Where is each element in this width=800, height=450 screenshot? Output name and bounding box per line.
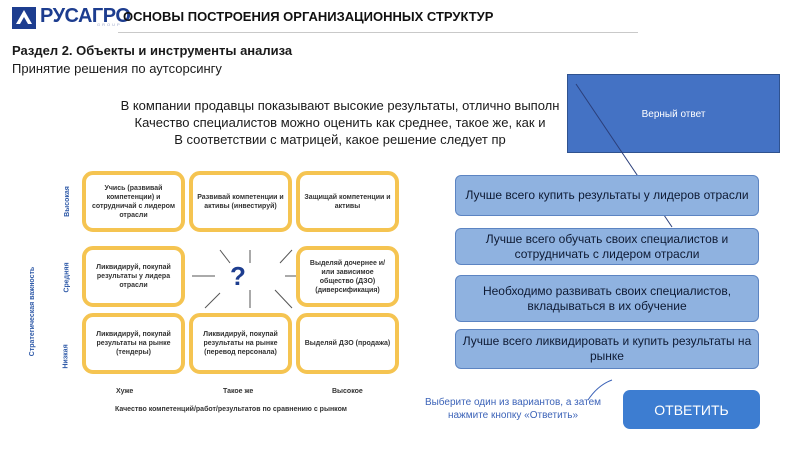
logo-emblem-icon [12,7,36,29]
header-divider [118,32,638,33]
question-mark: ? [230,261,246,291]
section-subtitle: Принятие решения по аутсорсингу [12,61,222,76]
answer-option[interactable]: Лучше всего ликвидировать и купить резул… [455,329,759,369]
logo-text: РУСАГРО [40,5,131,27]
matrix-cell: Развивай компетенции и активы (инвестиру… [189,171,292,232]
logo-subtext: GROUP [97,22,122,27]
answer-option[interactable]: Лучше всего купить результаты у лидеров … [455,175,759,216]
answer-option[interactable]: Необходимо развивать своих специалистов,… [455,275,759,322]
instruction-hint: Выберите один из вариантов, а затем нажм… [424,397,602,421]
column-label-higher: Высокое [332,388,363,395]
matrix-cell: Учись (развивай компетенции) и сотруднич… [82,171,185,232]
rusagro-logo [12,7,36,29]
matrix-cell: Ликвидируй, покупай результаты у лидера … [82,246,185,307]
page-title: ОСНОВЫ ПОСТРОЕНИЯ ОРГАНИЗАЦИОННЫХ СТРУКТ… [123,9,494,24]
answer-option[interactable]: Лучше всего обучать своих специалистов и… [455,228,759,265]
matrix-cell: Выделяй ДЗО (продажа) [296,313,399,374]
task-text-line: В компании продавцы показывают высокие р… [120,98,560,113]
submit-button[interactable]: ОТВЕТИТЬ [623,390,760,429]
matrix-cell: Ликвидируй, покупай результаты на рынке … [189,313,292,374]
matrix-cell: Защищай компетенции и активы [296,171,399,232]
task-text-line: Качество специалистов можно оценить как … [134,115,546,130]
task-text-line: В соответствии с матрицей, какое решение… [174,132,506,147]
section-title: Раздел 2. Объекты и инструменты анализа [12,43,293,58]
column-label-same: Такое же [223,388,254,395]
correct-answer-panel: Верный ответ [567,74,780,153]
column-label-worse: Хуже [116,388,134,395]
decision-matrix: Стратегическая важность Высокая Средняя … [29,168,420,420]
matrix-cell: Ликвидируй, покупай результаты на рынке … [82,313,185,374]
matrix-cell: Выделяй дочернее и/или зависимое обществ… [296,246,399,307]
x-axis-title: Качество компетенций/работ/результатов п… [115,406,347,413]
